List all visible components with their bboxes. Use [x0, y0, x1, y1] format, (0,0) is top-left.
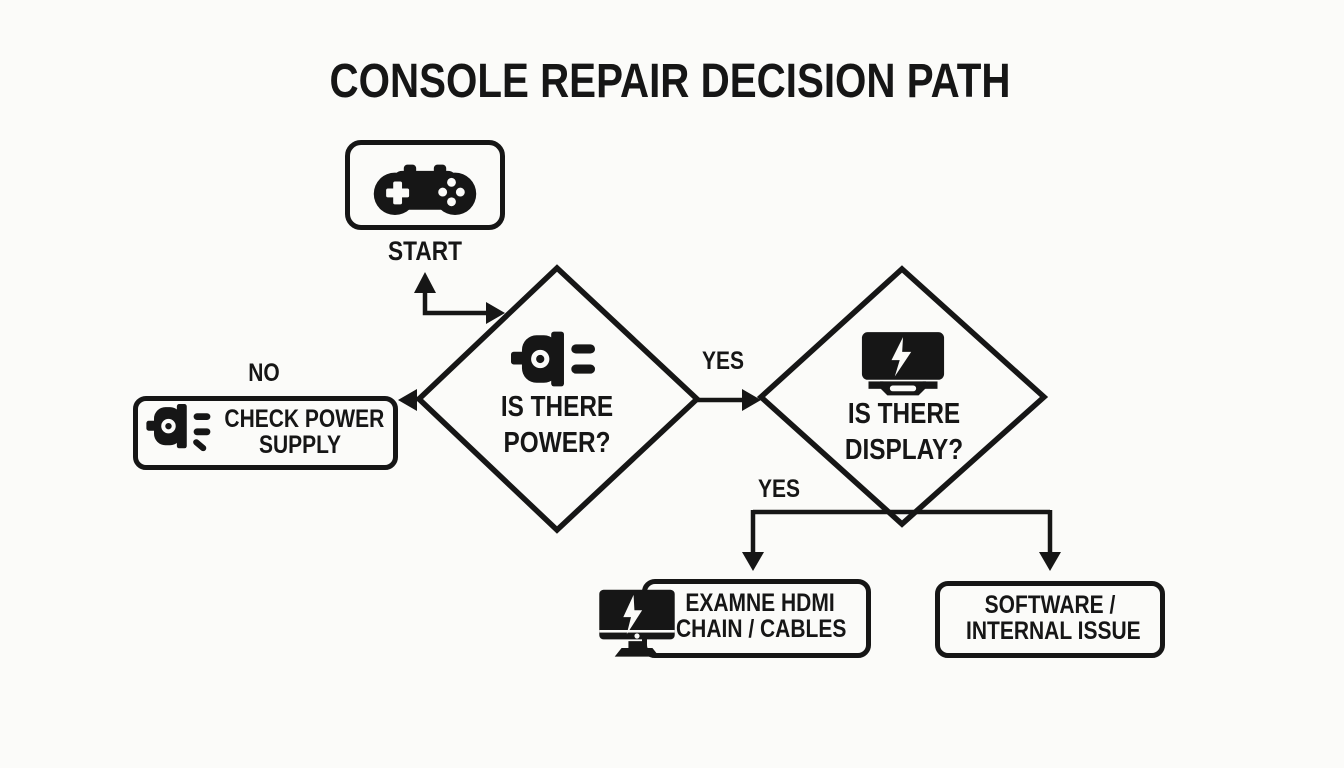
- connector-power-yes: [697, 389, 761, 411]
- power-plug-icon: [511, 331, 596, 387]
- decision-display-text: IS THERE DISPLAY?: [820, 396, 988, 468]
- arrowhead-into-power-diamond: [486, 302, 505, 324]
- start-label: START: [388, 236, 462, 266]
- software-internal-text: SOFTWARE / INTERNAL ISSUE: [966, 591, 1141, 645]
- check-power-supply-node: [133, 396, 398, 470]
- decision-power-line1: IS THERE: [500, 391, 614, 423]
- arrowhead-into-software-box: [1039, 552, 1061, 571]
- unplugged-plug-icon: [146, 404, 211, 452]
- software-internal-line2: INTERNAL ISSUE: [966, 617, 1141, 645]
- decision-diamond-display: [756, 265, 1049, 528]
- check-power-supply-text: CHECK POWER SUPPLY: [224, 405, 385, 459]
- software-internal-node: [935, 581, 1165, 658]
- connector-power-no: [398, 389, 421, 411]
- connector-start-power: [414, 272, 505, 324]
- software-internal-line1: SOFTWARE /: [984, 591, 1116, 619]
- arrowhead-up-to-start: [414, 272, 436, 293]
- arrowhead-into-power-box: [398, 389, 417, 411]
- check-power-line1: CHECK POWER: [224, 405, 385, 433]
- decision-power-line2: POWER?: [503, 427, 611, 459]
- examine-hdmi-line2: CHAIN / CABLES: [676, 615, 847, 643]
- decision-diamond-power: [415, 264, 702, 534]
- arrowhead-into-hdmi-box: [742, 552, 764, 571]
- monitor-lightning-icon: [599, 589, 675, 657]
- tv-lightning-hdmi-icon: [861, 332, 945, 396]
- connector-display-split: [742, 509, 1061, 571]
- edge-label-yes-display: YES: [757, 475, 801, 503]
- decision-power-text: IS THERE POWER?: [473, 389, 641, 461]
- arrowhead-into-display-diamond: [742, 389, 761, 411]
- decision-display-line2: DISPLAY?: [844, 434, 964, 466]
- start-node: [345, 140, 505, 230]
- examine-hdmi-text: EXAMNE HDMI CHAIN / CABLES: [676, 589, 847, 643]
- gamepad-controller-icon: [373, 164, 477, 216]
- examine-hdmi-line1: EXAMNE HDMI: [685, 589, 835, 617]
- edge-label-no: NO: [248, 359, 280, 387]
- edge-label-yes-power: YES: [701, 347, 745, 375]
- decision-display-line1: IS THERE: [847, 398, 961, 430]
- check-power-line2: SUPPLY: [258, 431, 342, 459]
- page-title: CONSOLE REPAIR DECISION PATH: [329, 55, 1011, 108]
